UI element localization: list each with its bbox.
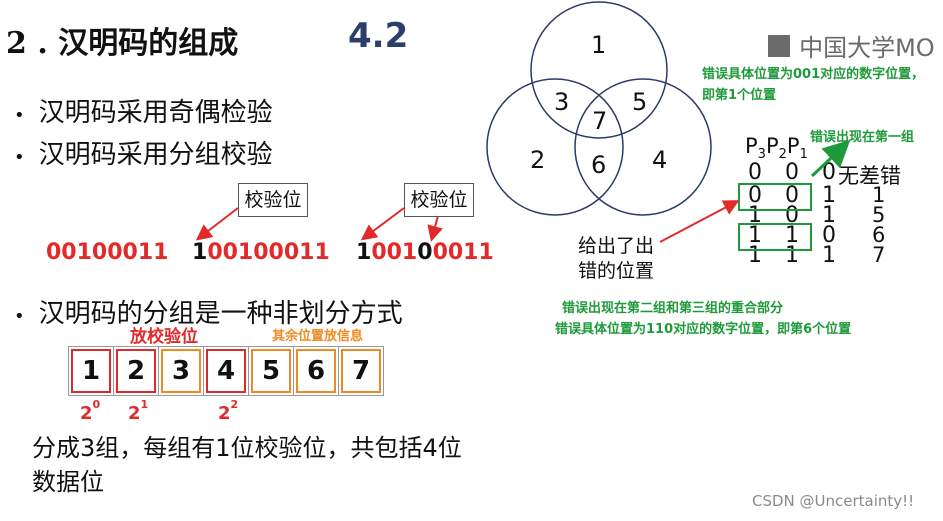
arrow-line xyxy=(360,207,405,241)
power-exponent: 0 xyxy=(92,398,101,411)
table-header: P3P2P1 xyxy=(745,134,808,163)
code-check-bit: 1 xyxy=(356,240,372,265)
section-number: 4.2 xyxy=(348,16,409,56)
code-arrows xyxy=(195,207,443,242)
mooc-logo-icon xyxy=(768,34,790,57)
check-positions-label: 放校验位 xyxy=(130,327,198,347)
note-line: 给出了出 xyxy=(578,235,655,257)
summary-line: 数据位 xyxy=(32,468,104,496)
power-of-two: 20 xyxy=(80,398,100,424)
bullet-text: 汉明码采用奇偶检验 xyxy=(38,98,273,128)
bit-cell: 5 xyxy=(248,346,294,396)
code-data-bits: 00100011 xyxy=(207,240,330,265)
venn-number: 3 xyxy=(554,88,570,116)
code-check-bit: 1 xyxy=(192,240,208,265)
note-error-position-1: 错误具体位置为001对应的数字位置， 即第1个位置 xyxy=(702,64,924,106)
table-row: 1 1 1 xyxy=(748,243,844,268)
bit-cell-value: 4 xyxy=(206,349,246,393)
note-line: 即第1个位置 xyxy=(702,88,777,103)
code-data-bits: 001 xyxy=(371,240,418,265)
venn-circle-left xyxy=(486,78,624,216)
power-exponent: 1 xyxy=(140,398,149,411)
info-positions-label: 其余位置放信息 xyxy=(272,329,364,344)
arrow-line xyxy=(427,215,443,242)
bullet-item: • 汉明码采用奇偶检验 xyxy=(14,92,273,129)
table-result: 7 xyxy=(872,243,886,267)
bullet-text: 汉明码采用分组校验 xyxy=(38,140,273,170)
power-base: 2 xyxy=(128,403,141,424)
bullet-dot: • xyxy=(14,306,25,327)
bit-cell: 6 xyxy=(293,346,339,396)
page-title: 2 . 汉明码的组成 xyxy=(6,26,239,61)
venn-circle-top xyxy=(530,1,668,139)
mooc-logo: 中国大学MO xyxy=(768,28,935,63)
power-base: 2 xyxy=(80,403,93,424)
code-original: 00100011 xyxy=(46,240,169,265)
bullet-text: 汉明码的分组是一种非划分方式 xyxy=(38,299,403,329)
power-of-two: 22 xyxy=(218,398,238,424)
venn-diagram xyxy=(486,1,712,216)
bit-cell-value: 6 xyxy=(296,349,336,393)
power-base: 2 xyxy=(218,403,231,424)
code-check-bit: 0 xyxy=(417,240,433,265)
arrow-line xyxy=(810,139,851,178)
note-line: 错的位置 xyxy=(578,260,655,282)
bit-cell-value: 7 xyxy=(341,349,381,393)
mooc-logo-text: 中国大学MO xyxy=(799,34,935,62)
check-bit-label: 校验位 xyxy=(238,183,308,217)
table-result: 1 xyxy=(872,183,886,207)
venn-number: 6 xyxy=(591,151,607,179)
venn-number: 1 xyxy=(591,31,607,59)
bit-cell: 1 xyxy=(68,346,114,396)
bit-cell: 4 xyxy=(203,346,249,396)
bullet-item: • 汉明码采用分组校验 xyxy=(14,134,273,171)
bit-cell: 2 xyxy=(113,346,159,396)
venn-number: 5 xyxy=(632,88,648,116)
table-arrows xyxy=(659,139,851,243)
venn-number: 4 xyxy=(652,146,668,174)
note-line: 错误具体位置为001对应的数字位置， xyxy=(702,67,925,82)
summary-line: 分成3组，每组有1位校验位，共包括4位 xyxy=(32,434,462,462)
check-bit-label: 校验位 xyxy=(404,183,474,217)
table-row: 1 1 0 xyxy=(748,223,844,248)
venn-circle-right xyxy=(574,78,712,216)
code-with-check-1: 100100011 xyxy=(192,240,330,265)
bit-cell-value: 3 xyxy=(161,349,201,393)
note-error-groups: 错误出现在第二组和第三组的重合部分 xyxy=(562,301,784,316)
table-result: 5 xyxy=(872,203,886,227)
highlight-row-001 xyxy=(738,183,812,211)
table-result: 6 xyxy=(872,223,886,247)
csdn-watermark: CSDN @Uncertainty!! xyxy=(752,492,915,510)
bit-cell-value: 1 xyxy=(71,349,111,393)
code-with-check-2: 100100011 xyxy=(356,240,494,265)
note-error-position-6: 错误具体位置为110对应的数字位置，即第6个位置 xyxy=(555,322,852,337)
table-row: 0 0 1 xyxy=(748,183,844,208)
power-exponent: 2 xyxy=(230,398,239,411)
bit-cell-value: 2 xyxy=(116,349,156,393)
venn-number: 2 xyxy=(530,146,546,174)
note-gives-position: 给出了出 错的位置 xyxy=(578,234,654,284)
bit-cell-value: 5 xyxy=(251,349,291,393)
code-data-bits: 0011 xyxy=(432,240,494,265)
bit-cell: 3 xyxy=(158,346,204,396)
bullet-dot: • xyxy=(14,105,25,126)
power-of-two: 21 xyxy=(128,398,148,424)
bit-cell: 7 xyxy=(338,346,384,396)
bullet-dot: • xyxy=(14,147,25,168)
arrow-line xyxy=(659,200,740,243)
arrow-line xyxy=(195,207,239,241)
table-row: 0 0 0 xyxy=(748,160,844,185)
highlight-row-110 xyxy=(738,223,812,251)
venn-number: 7 xyxy=(592,107,608,135)
bullet-item: • 汉明码的分组是一种非划分方式 xyxy=(14,293,403,330)
